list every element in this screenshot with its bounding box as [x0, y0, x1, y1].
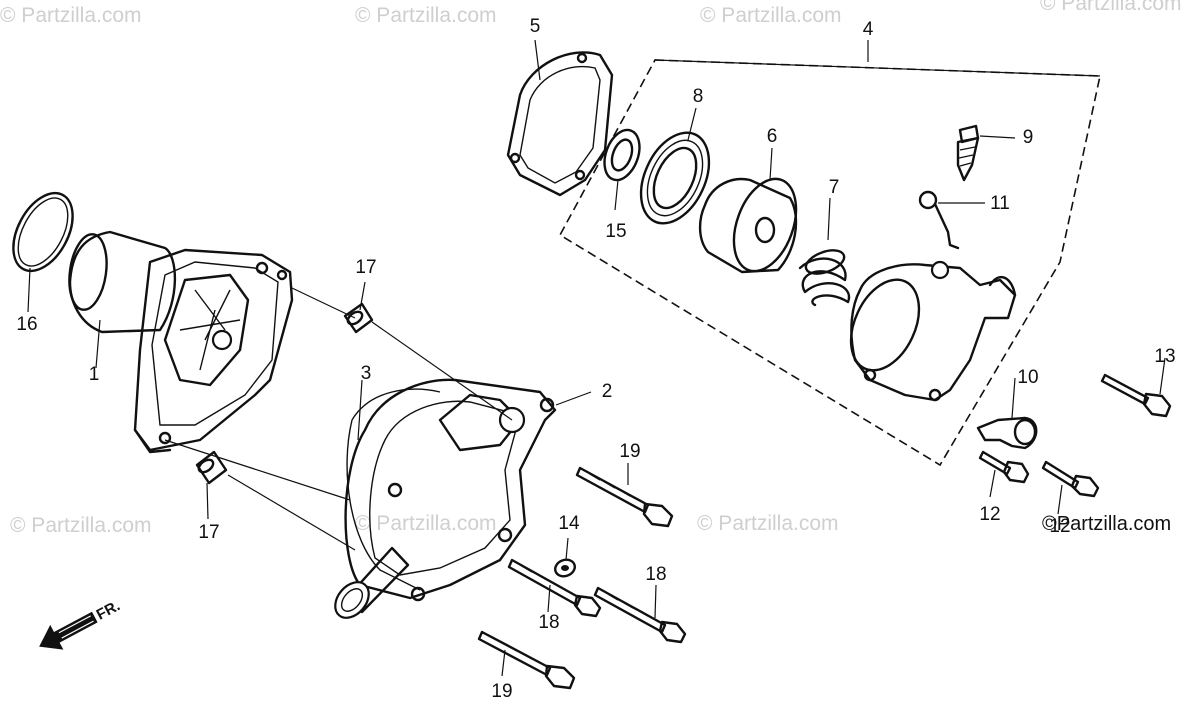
bolt-19-lower [477, 630, 576, 690]
dowel-pin-17-lower [195, 450, 228, 485]
bolt-18-left [507, 558, 602, 618]
alignment-lines [164, 287, 513, 551]
bolt-12-left [978, 450, 1030, 484]
watermark-mid-1: © Partzilla.com [10, 514, 152, 537]
thermostat-housing [849, 260, 1017, 402]
callout-numbers: 16 1 17 3 2 5 4 8 6 9 7 11 15 13 10 19 1… [16, 16, 1175, 702]
gasket-5 [506, 51, 614, 197]
callout-18-left: 18 [538, 612, 559, 633]
callout-8: 8 [693, 86, 704, 107]
watermark-mid-2: © Partzilla.com [355, 512, 497, 535]
callout-17-upper: 17 [355, 257, 376, 278]
oil-seal-15 [603, 128, 641, 182]
callout-12-left: 12 [979, 504, 1000, 525]
front-direction-arrow: FR. [39, 597, 123, 650]
mechanical-seal-8 [639, 131, 711, 225]
callout-16: 16 [16, 314, 37, 335]
watermark-top-2: © Partzilla.com [355, 4, 497, 27]
callout-18-right: 18 [645, 564, 666, 585]
callout-5: 5 [530, 16, 541, 37]
seal-cup-6 [698, 177, 798, 274]
callout-3: 3 [361, 363, 372, 384]
o-ring-16 [12, 191, 74, 273]
bolt-12-right [1041, 460, 1100, 498]
washer-14 [554, 558, 576, 578]
pump-body-1 [68, 230, 294, 454]
watermark-top-1: © Partzilla.com [0, 4, 142, 27]
bolt-19-upper [575, 466, 674, 528]
callout-17-lower: 17 [198, 522, 219, 543]
clamp-10 [976, 416, 1038, 450]
callout-14: 14 [558, 513, 580, 534]
bolt-18-right [593, 586, 687, 644]
assembly-outline-box [558, 59, 1101, 467]
callout-12-right: 12 [1049, 516, 1070, 537]
callout-19-lower: 19 [491, 681, 512, 702]
callout-1: 1 [89, 364, 100, 385]
callout-15: 15 [605, 221, 626, 242]
watermark-top-4: © Partzilla.com [1040, 0, 1182, 15]
callout-13: 13 [1154, 346, 1175, 367]
dowel-pin-17-upper [343, 302, 374, 334]
gasket-3 [346, 388, 441, 591]
callout-7: 7 [829, 177, 840, 198]
callout-11: 11 [990, 193, 1010, 214]
bolt-13 [1100, 373, 1172, 418]
callout-9: 9 [1023, 127, 1034, 148]
callout-10: 10 [1017, 367, 1038, 388]
callout-2: 2 [602, 381, 613, 402]
callout-4: 4 [863, 19, 874, 40]
callout-6: 6 [767, 126, 778, 147]
callout-leader-lines [27, 39, 1166, 677]
copyright-label: ©Partzilla.com [1042, 513, 1171, 535]
front-label: FR. [94, 597, 123, 623]
clip-11 [918, 190, 960, 250]
watermarks: © Partzilla.com © Partzilla.com © Partzi… [0, 0, 1182, 537]
callout-19-upper: 19 [619, 441, 640, 462]
bleed-bolt-9 [956, 124, 980, 182]
spring-7 [798, 249, 851, 307]
pump-cover-2 [334, 378, 557, 619]
watermark-mid-3: © Partzilla.com [697, 512, 839, 535]
watermark-top-3: © Partzilla.com [700, 4, 842, 27]
